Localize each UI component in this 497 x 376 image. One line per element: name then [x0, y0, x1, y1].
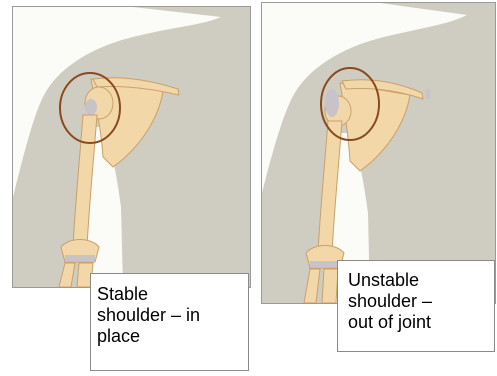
caption-text: Unstable shoulder – out of joint [348, 270, 488, 333]
stable-shoulder-drawing [13, 7, 250, 287]
stable-shoulder-illustration [12, 6, 251, 288]
caption-text: Stable shoulder – in place [97, 284, 242, 347]
cartilage [85, 99, 97, 115]
elbow-cartilage [65, 255, 95, 261]
unstable-shoulder-caption: Unstable shoulder – out of joint [337, 260, 495, 352]
unstable-shoulder-illustration [261, 2, 496, 304]
cartilage [325, 89, 339, 117]
stable-shoulder-caption: Stable shoulder – in place [90, 273, 249, 371]
unstable-shoulder-drawing [262, 3, 495, 303]
joint-gap-marker [426, 89, 430, 99]
elbow-cartilage [310, 261, 340, 267]
